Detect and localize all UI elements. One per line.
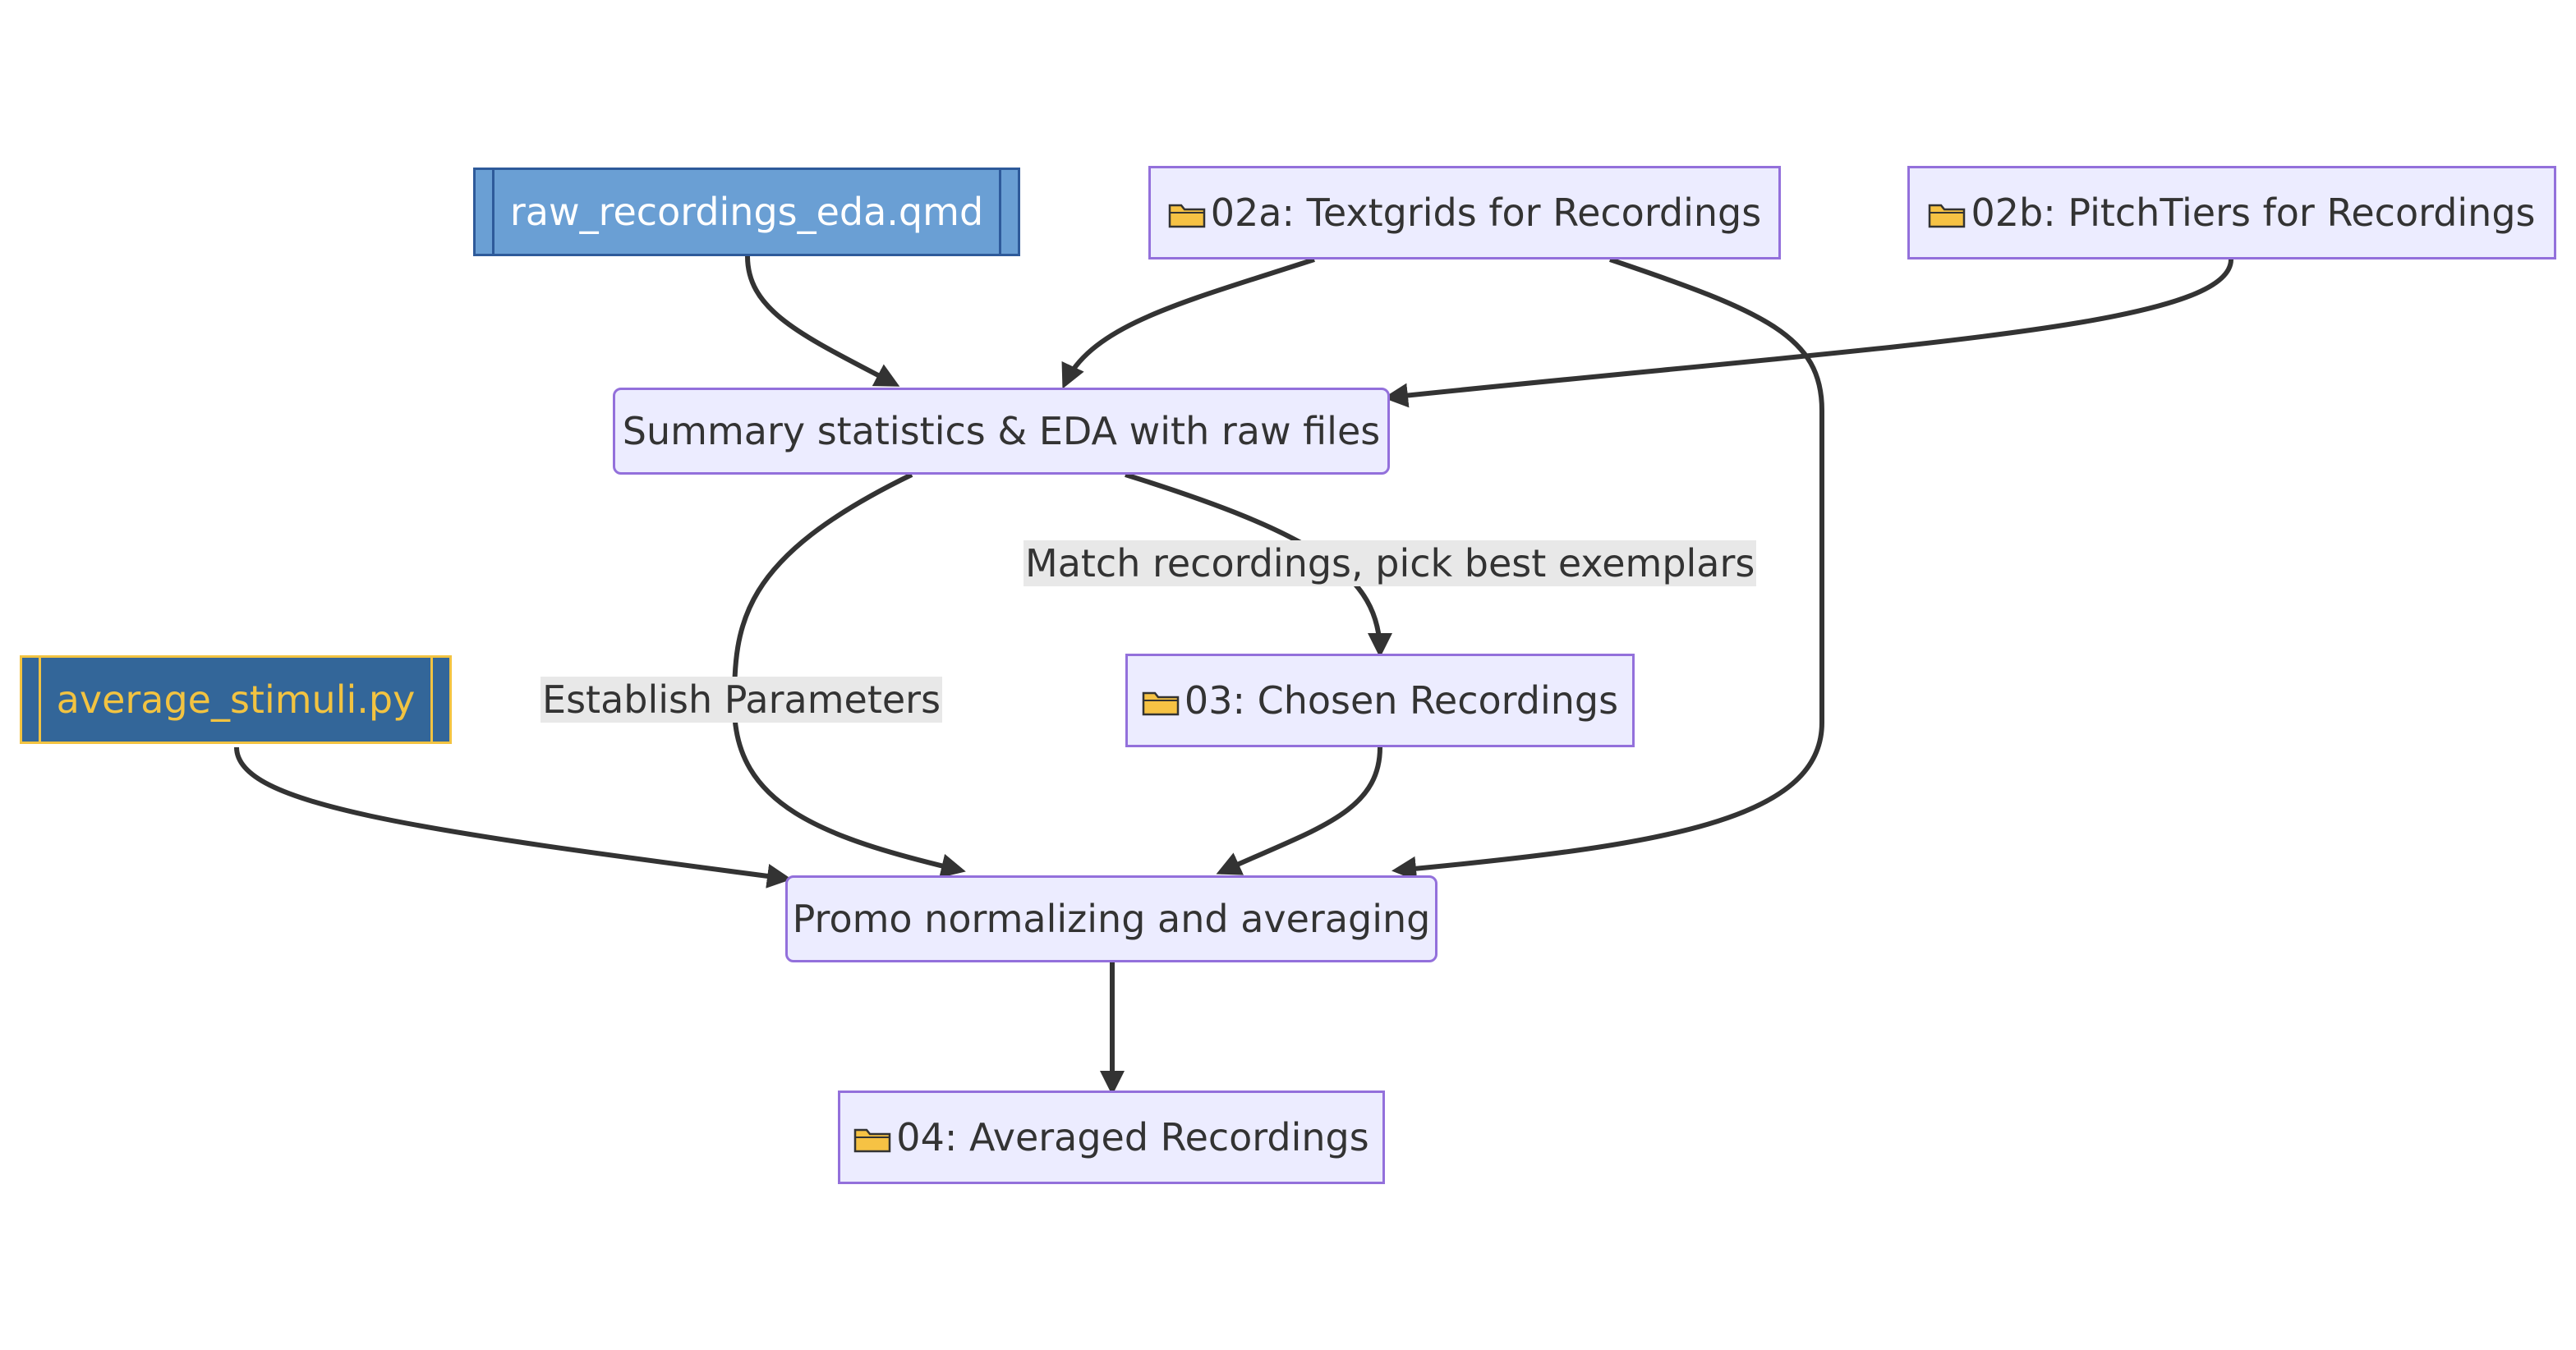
promo-normalizing-label: Promo normalizing and averaging: [792, 897, 1431, 941]
textgrids-folder-node[interactable]: 02a: Textgrids for Recordings: [1148, 166, 1781, 259]
folder-icon: [1928, 200, 1966, 228]
averaged-recordings-folder-label: 04: Averaged Recordings: [896, 1115, 1369, 1159]
edge-summary-to-promo: [731, 472, 966, 879]
edge-raw-eda-to-summary: [745, 255, 900, 387]
average-stimuli-script-label: average_stimuli.py: [56, 677, 416, 722]
averaged-recordings-folder-node[interactable]: 04: Averaged Recordings: [838, 1091, 1385, 1184]
edge-textgrids-to-promo: [1392, 257, 1824, 881]
average-stimuli-script-node[interactable]: average_stimuli.py: [20, 655, 452, 744]
edge-label-establish-parameters: Establish Parameters: [540, 677, 943, 723]
folder-icon: [1142, 688, 1180, 716]
edge-chosen-to-promo: [1216, 746, 1382, 875]
promo-normalizing-node[interactable]: Promo normalizing and averaging: [785, 875, 1438, 962]
edge-textgrids-to-summary: [1061, 257, 1315, 389]
chosen-recordings-folder-label: 03: Chosen Recordings: [1184, 678, 1619, 723]
edge-pitchtiers-to-summary: [1383, 259, 2233, 408]
pitchtiers-folder-node[interactable]: 02b: PitchTiers for Recordings: [1907, 166, 2556, 259]
raw-recordings-eda-script-label: raw_recordings_eda.qmd: [509, 190, 984, 234]
edge-average-script-to-promo: [234, 746, 792, 889]
summary-statistics-node[interactable]: Summary statistics & EDA with raw files: [613, 388, 1390, 475]
textgrids-folder-label: 02a: Textgrids for Recordings: [1210, 191, 1762, 235]
chosen-recordings-folder-node[interactable]: 03: Chosen Recordings: [1125, 654, 1635, 747]
edge-label-match-recordings: Match recordings, pick best exemplars: [1024, 540, 1757, 586]
pitchtiers-folder-label: 02b: PitchTiers for Recordings: [1971, 191, 2536, 235]
summary-statistics-label: Summary statistics & EDA with raw files: [622, 409, 1381, 453]
raw-recordings-eda-script-node[interactable]: raw_recordings_eda.qmd: [473, 168, 1020, 256]
folder-icon: [853, 1125, 891, 1153]
folder-icon: [1168, 200, 1206, 228]
